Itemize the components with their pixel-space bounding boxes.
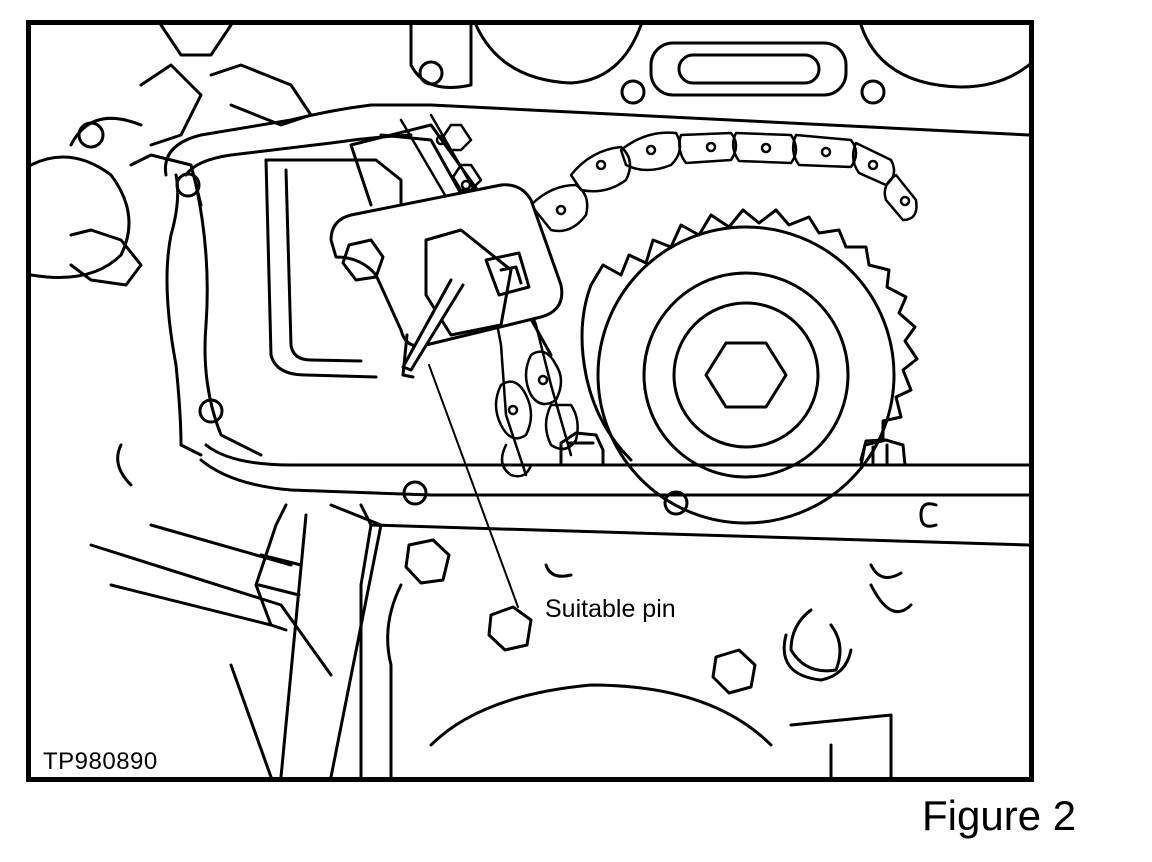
tensioner-tool-plate: [329, 183, 564, 348]
diagonal-members: [89, 443, 383, 777]
diagram-frame: Suitable pin TP980890: [26, 20, 1034, 782]
figure-code: TP980890: [41, 748, 160, 776]
callout-leader-line: [428, 364, 519, 608]
camshaft-sprocket: [580, 208, 919, 525]
timing-cover-gasket: [163, 103, 1029, 547]
cover-bolts: [559, 431, 907, 467]
engine-timing-illustration: [31, 25, 1029, 777]
callout-label: Suitable pin: [543, 595, 678, 624]
cylinder-head-outline: [31, 25, 1029, 287]
figure-caption: Figure 2: [922, 792, 1077, 839]
lower-case: [359, 523, 913, 777]
tool-bolt: [341, 238, 385, 282]
suitable-pin: [401, 278, 519, 608]
sprocket-bolt: [704, 341, 788, 409]
